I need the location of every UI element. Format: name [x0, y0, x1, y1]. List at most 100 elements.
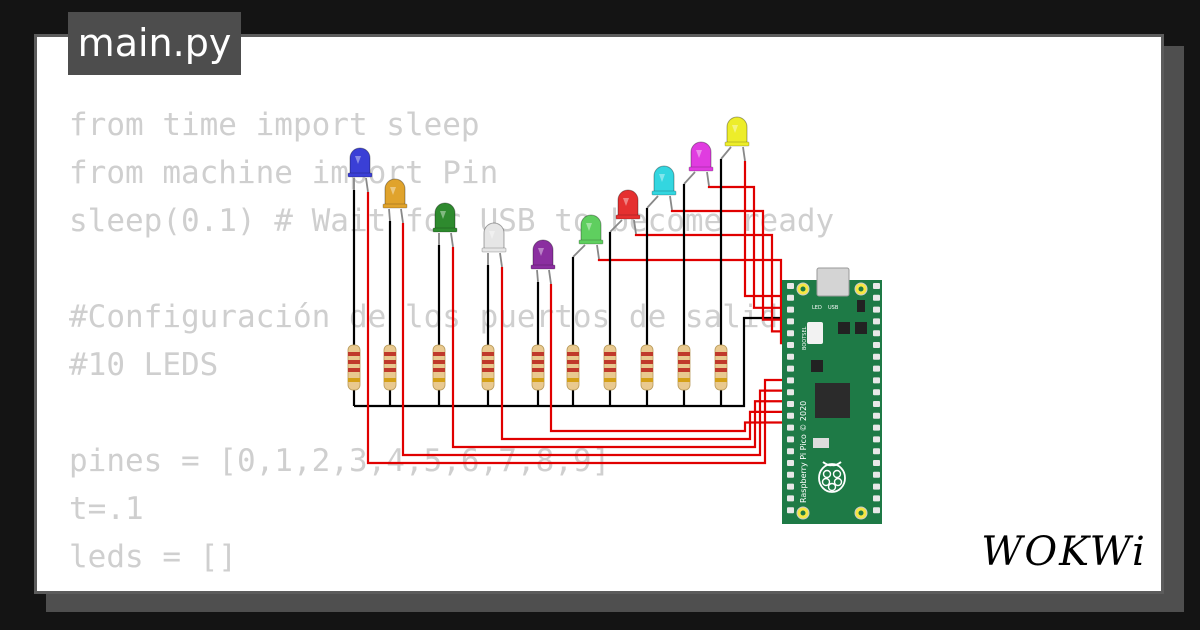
resistor-body — [531, 344, 545, 391]
resistors — [347, 344, 728, 391]
led-reflector — [440, 211, 446, 219]
pin — [873, 436, 880, 443]
pin — [873, 401, 880, 407]
led-leg — [633, 219, 637, 235]
pin — [787, 283, 794, 289]
pin — [873, 306, 880, 313]
signal-wire — [670, 209, 790, 321]
leds — [347, 116, 750, 270]
led-rim — [347, 172, 373, 178]
resistor-body — [714, 344, 728, 391]
ground-wire — [354, 316, 790, 408]
resistor-band — [641, 352, 653, 356]
led-leg — [742, 146, 746, 162]
resistor-band — [604, 368, 616, 372]
code-line: from machine import Pin — [69, 155, 499, 191]
code-line: ###for x in range(0,10) — [69, 581, 834, 591]
led-yellow — [724, 116, 750, 147]
signal-wire — [634, 233, 790, 333]
led-leg — [596, 244, 600, 260]
pin — [787, 365, 794, 372]
resistor-band — [482, 378, 494, 382]
wokwi-logo[interactable]: WOKWi — [978, 528, 1150, 576]
usb-connector — [816, 267, 850, 297]
code-line: pines = [0,1,2,3,4,5,6,7,8,9] — [69, 443, 611, 479]
rp2040-chip — [815, 383, 850, 418]
led-leg — [499, 252, 503, 268]
bootsel-button[interactable] — [807, 322, 823, 344]
pin — [873, 318, 880, 325]
pin — [787, 377, 794, 384]
resistor-band — [532, 378, 544, 382]
resistor-body — [603, 344, 617, 391]
led-lens — [532, 239, 554, 267]
signal-wire — [366, 192, 790, 465]
signal-wire — [743, 161, 790, 298]
resistor-band — [604, 352, 616, 356]
signal-wire — [707, 185, 790, 309]
pin — [873, 460, 880, 466]
pin — [787, 495, 794, 502]
pin — [787, 471, 794, 478]
smd-part — [813, 438, 829, 448]
led-reflector — [489, 231, 495, 239]
pin — [787, 294, 794, 301]
pin — [787, 483, 794, 490]
resistor-band — [715, 368, 727, 372]
led-rim — [530, 264, 556, 270]
led-red — [615, 189, 641, 220]
led-purple — [530, 239, 556, 270]
led-blue — [347, 147, 373, 178]
led-reflector — [659, 174, 665, 182]
led-reflector — [586, 223, 592, 231]
pin — [787, 353, 794, 360]
header-pins — [787, 283, 880, 514]
pin — [873, 389, 880, 396]
resistor-body — [677, 344, 691, 391]
pin — [873, 342, 880, 348]
led-rim — [578, 239, 604, 245]
pin — [873, 283, 880, 289]
led-leg — [683, 171, 696, 185]
resistor-band — [678, 368, 690, 372]
led-leg — [450, 232, 454, 248]
led-leg — [609, 219, 623, 233]
resistor-band — [641, 360, 653, 364]
resistor-band — [482, 368, 494, 372]
file-tab[interactable]: main.py — [68, 12, 241, 75]
code-line: #Configuración de los puertos de salida — [69, 299, 797, 335]
resistor — [640, 344, 654, 391]
led-lens — [434, 202, 456, 230]
resistor-band — [567, 360, 579, 364]
resistor — [714, 344, 728, 391]
code-line: t=.1 — [69, 491, 144, 527]
wokwi-logo-text: WOKWi — [981, 529, 1147, 575]
resistor-band — [348, 360, 360, 364]
resistor-band — [604, 360, 616, 364]
resistor-band — [532, 368, 544, 372]
resistor-band — [348, 368, 360, 372]
pico-board[interactable]: LED USB BOOTSEL Raspberry Pi Pico © 2020 — [782, 267, 882, 524]
pin — [873, 424, 880, 431]
led-leg — [548, 269, 552, 285]
led-white — [481, 222, 507, 253]
led-orange — [382, 178, 408, 209]
resistor-band — [641, 378, 653, 382]
resistor-body — [566, 344, 580, 391]
resistor-band — [384, 378, 396, 382]
resistor-body — [481, 344, 495, 391]
resistor-band — [384, 368, 396, 372]
led-rim — [481, 247, 507, 253]
resistor-band — [715, 378, 727, 382]
resistor-band — [678, 378, 690, 382]
resistor-band — [348, 378, 360, 382]
resistor — [432, 344, 446, 391]
resistor-band — [532, 352, 544, 356]
led-rim — [615, 214, 641, 220]
led-leg — [720, 146, 732, 160]
led-leg — [572, 244, 586, 258]
led-rim — [688, 166, 714, 172]
resistor-band — [482, 360, 494, 364]
